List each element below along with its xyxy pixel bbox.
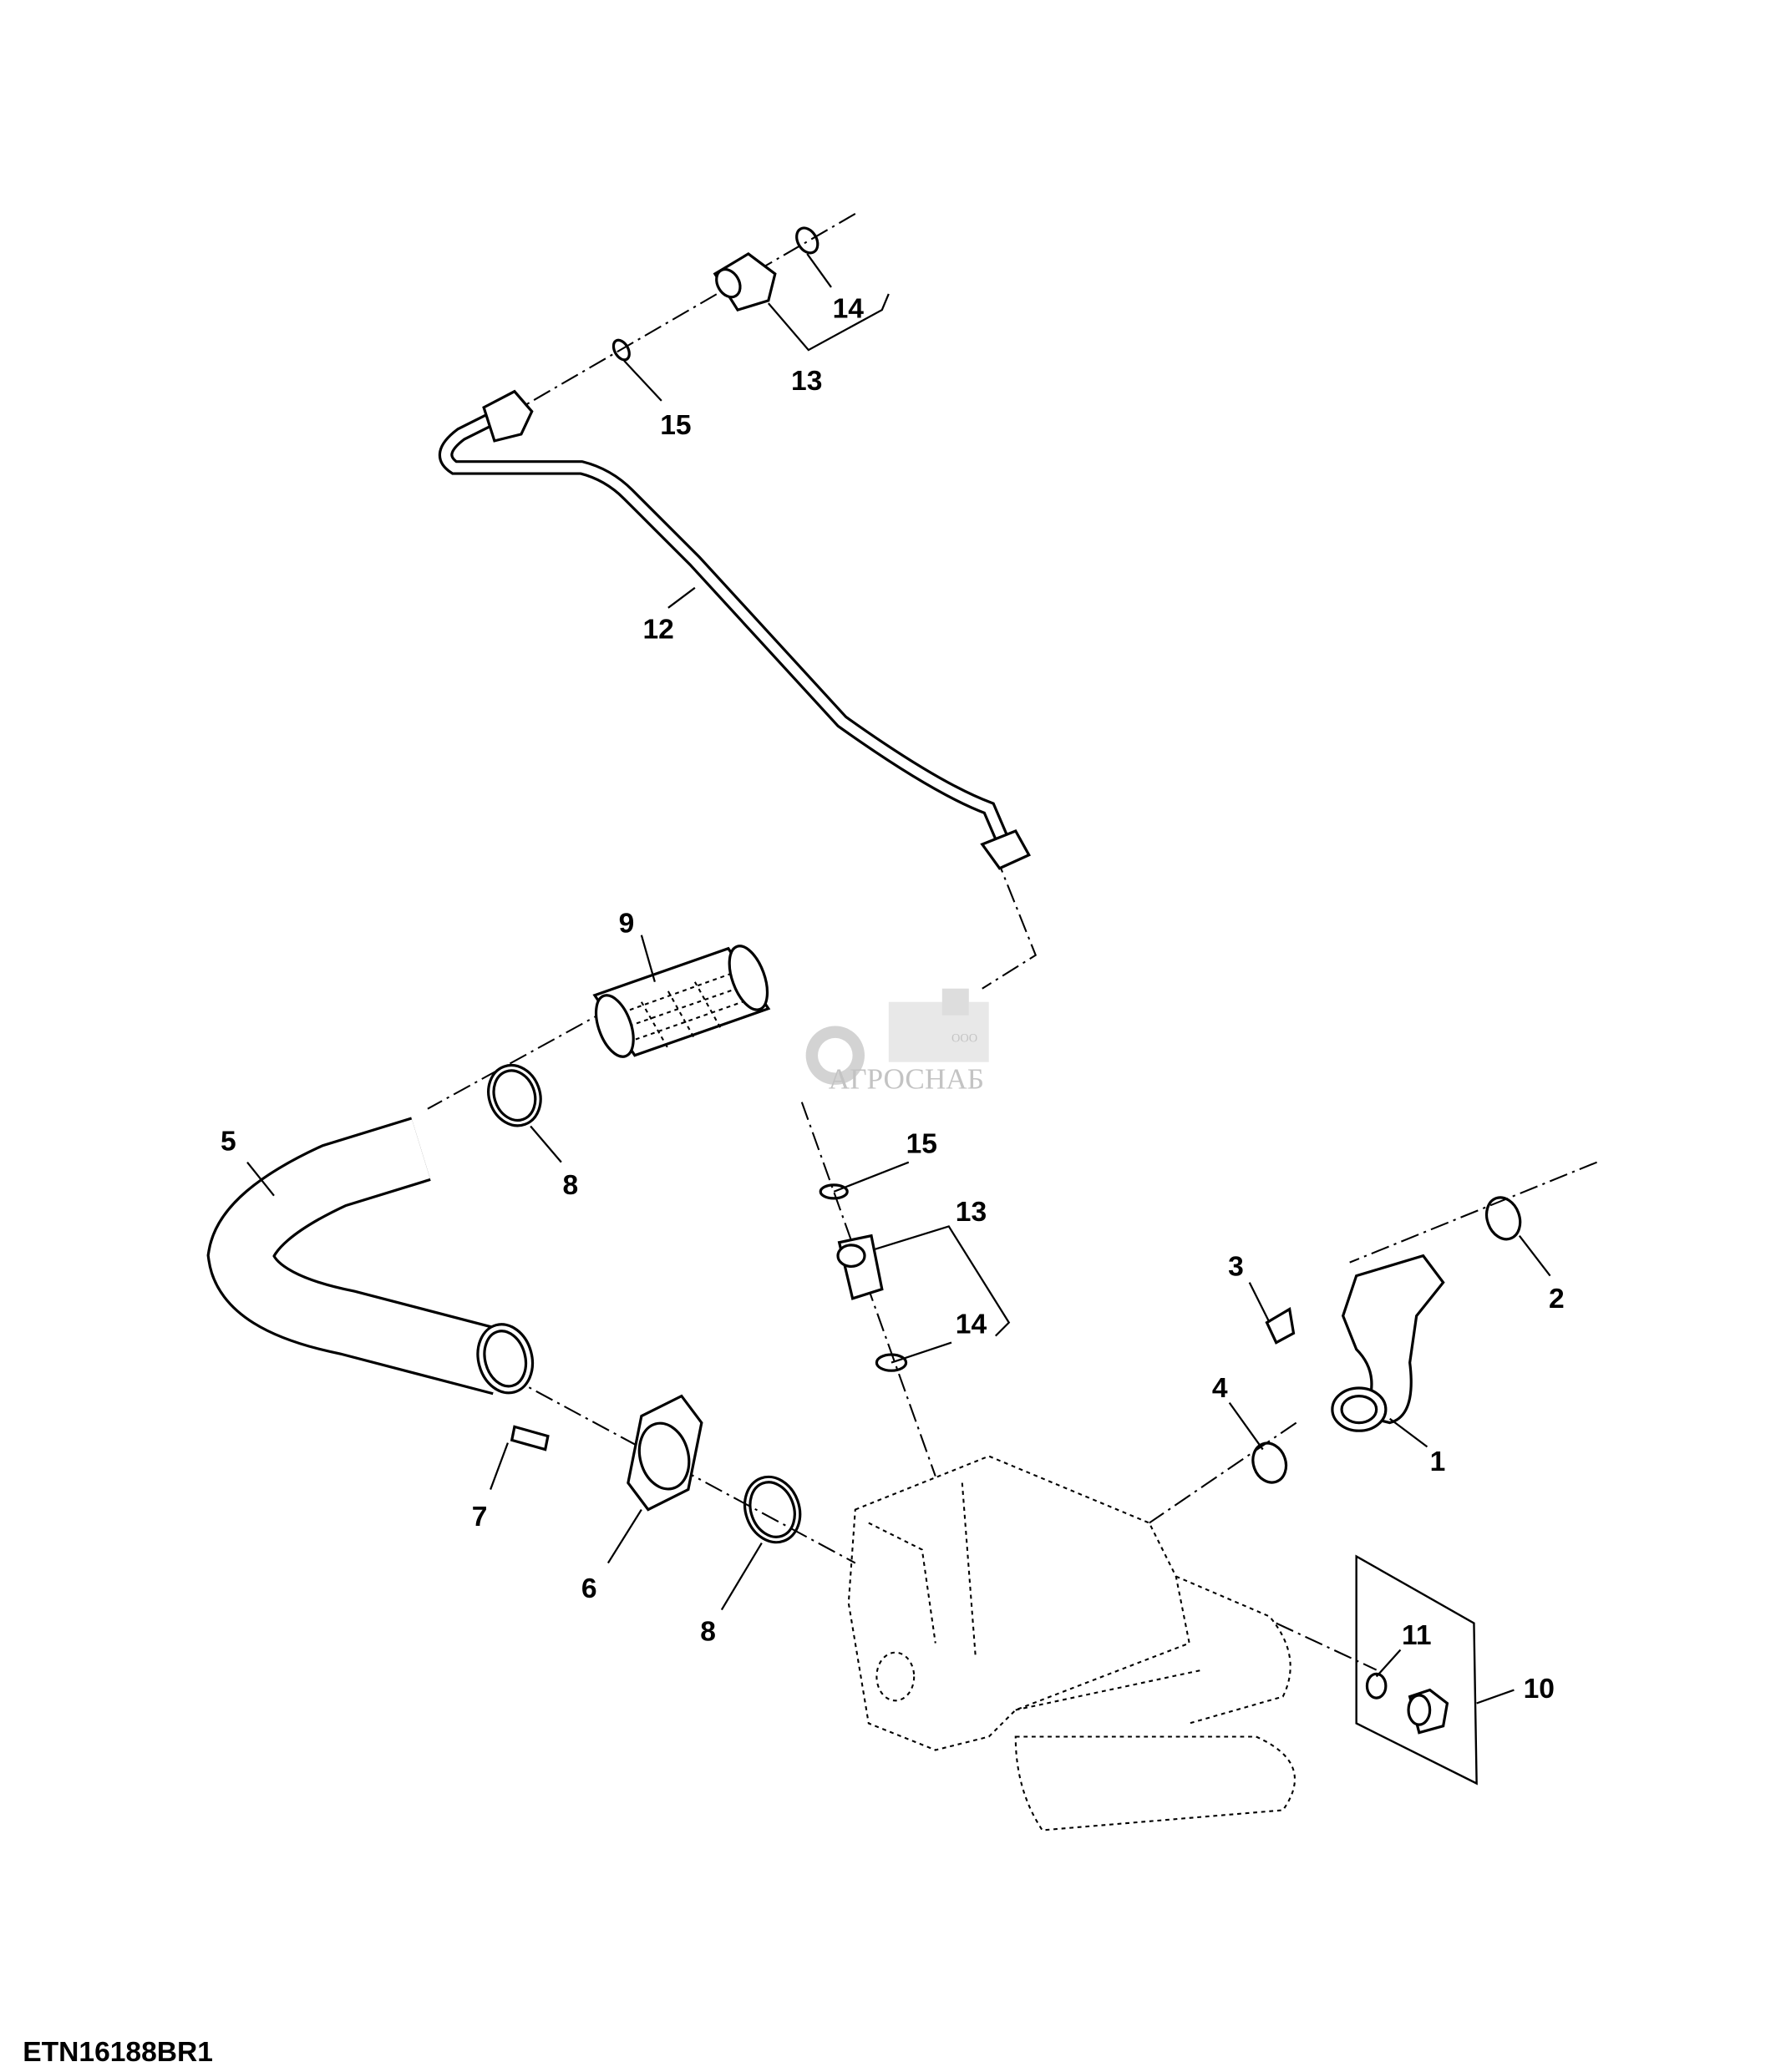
- callout-10: 10: [1524, 1674, 1555, 1705]
- figure-id: ETN16188BR1: [23, 2037, 213, 2068]
- part-9-strainer: [592, 945, 771, 1058]
- part-10-kit: [1355, 1554, 1478, 1786]
- callout-14-upper: 14: [833, 294, 865, 325]
- part-15-lower-oring: [819, 1183, 849, 1200]
- part-14-top-oring: [795, 226, 819, 255]
- callout-5: 5: [221, 1126, 236, 1157]
- watermark-harvester: [888, 1001, 989, 1062]
- part-4-oring: [1251, 1441, 1288, 1484]
- callout-3: 3: [1228, 1252, 1244, 1283]
- part-8-lower-oring: [743, 1475, 802, 1544]
- watermark-name: АГРОСНАБ: [829, 1063, 984, 1096]
- part-2-oring: [1484, 1196, 1522, 1241]
- part-1-elbow: [1331, 1254, 1445, 1432]
- callout-7: 7: [472, 1502, 488, 1532]
- callouts: 1 2 3 4 5 6 7 8 8 9 10 11 12 13 13 14 14…: [221, 294, 1565, 1705]
- part-5-hose: [206, 1117, 535, 1396]
- part-6-flange: [627, 1394, 703, 1512]
- callout-15-lower: 15: [906, 1128, 937, 1159]
- watermark-prefix: ООО: [951, 1032, 977, 1046]
- callout-13-lower: 13: [956, 1197, 987, 1228]
- callout-9: 9: [619, 909, 635, 940]
- part-14-lower-oring: [875, 1353, 908, 1372]
- part-7-bolt: [510, 1425, 550, 1451]
- part-13-lower-fitting: [836, 1234, 884, 1300]
- leader-lines: [246, 253, 1551, 1705]
- callout-1: 1: [1430, 1446, 1446, 1477]
- callout-4: 4: [1212, 1373, 1228, 1404]
- callout-2: 2: [1549, 1284, 1565, 1315]
- part-8-upper-oring: [487, 1063, 542, 1127]
- part-3-bolt: [1265, 1307, 1296, 1345]
- filter-housing-reference: [847, 1455, 1296, 1831]
- callout-13-upper: 13: [791, 366, 822, 397]
- center-lines: [427, 213, 1597, 1671]
- part-15-top-oring: [611, 338, 631, 362]
- part-13-top-fitting: [713, 252, 777, 312]
- watermark-logo: ООО АГРОСНАБ: [805, 988, 989, 1096]
- callout-8-lower: 8: [700, 1616, 716, 1647]
- callout-14-lower: 14: [956, 1309, 987, 1340]
- callout-11: 11: [1402, 1620, 1432, 1651]
- callout-12: 12: [642, 615, 673, 646]
- callout-15-upper: 15: [660, 410, 691, 441]
- callout-8-upper: 8: [562, 1170, 578, 1201]
- part-12-tube: [439, 389, 1031, 870]
- part-11-oring: [1365, 1672, 1388, 1700]
- callout-6: 6: [581, 1573, 597, 1604]
